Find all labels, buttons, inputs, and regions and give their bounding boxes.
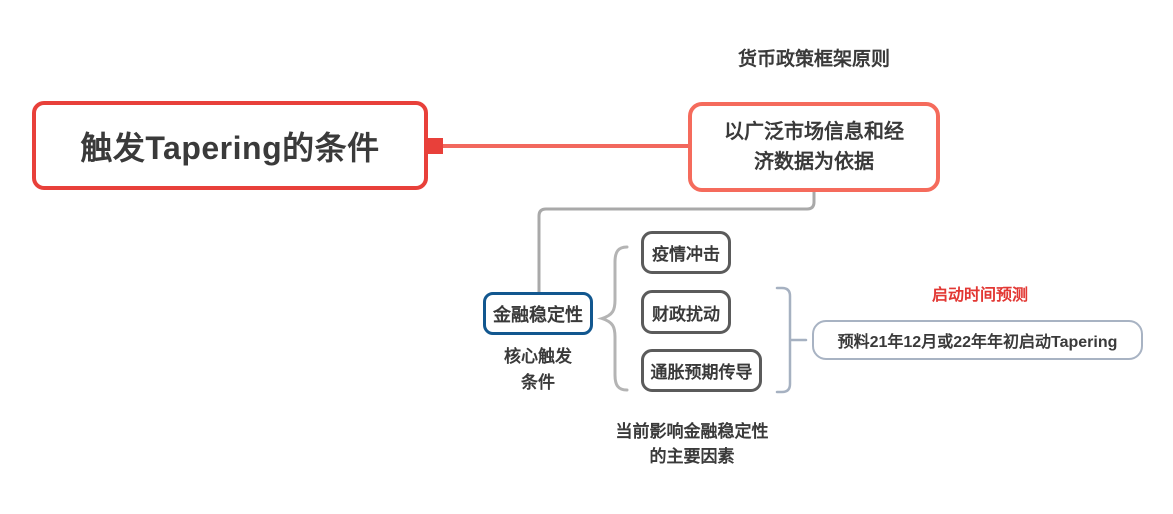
connector-anchor-square bbox=[426, 138, 443, 154]
core-trigger-note-line2: 条件 bbox=[521, 373, 555, 392]
node-factor-inflation-expectation[interactable]: 通胀预期传导 bbox=[641, 349, 762, 392]
launch-time-prediction-text: 启动时间预测 bbox=[931, 287, 1028, 304]
prediction-label: 预料21年12月或22年年初启动Tapering bbox=[837, 334, 1118, 351]
factor-fiscal-disturbance-label: 财政扰动 bbox=[652, 304, 720, 324]
principle-line2: 济数据为依据 bbox=[754, 151, 874, 173]
principle-line1: 以广泛市场信息和经 bbox=[724, 121, 904, 143]
factors-note-line2: 的主要因素 bbox=[649, 447, 735, 466]
root-topic-label: 触发Tapering的条件 bbox=[80, 129, 380, 166]
bracket-prediction bbox=[775, 286, 808, 394]
label-core-trigger-note[interactable]: 核心触发 条件 bbox=[478, 344, 598, 396]
node-root-topic[interactable]: 触发Tapering的条件 bbox=[32, 101, 428, 190]
financial-stability-label: 金融稳定性 bbox=[493, 304, 583, 325]
factors-note-line1: 当前影响金融稳定性 bbox=[615, 422, 769, 441]
monetary-policy-principle-text: 货币政策框架原则 bbox=[737, 48, 890, 70]
node-factor-pandemic-shock[interactable]: 疫情冲击 bbox=[641, 231, 731, 274]
connector-principle-to-stability bbox=[537, 190, 816, 294]
core-trigger-note-line1: 核心触发 bbox=[504, 347, 572, 366]
node-factor-fiscal-disturbance[interactable]: 财政扰动 bbox=[641, 290, 731, 334]
node-prediction[interactable]: 预料21年12月或22年年初启动Tapering bbox=[812, 320, 1143, 360]
label-launch-time-prediction[interactable]: 启动时间预测 bbox=[850, 281, 1110, 305]
label-factors-note[interactable]: 当前影响金融稳定性 的主要因素 bbox=[592, 419, 792, 469]
brace-factors bbox=[597, 245, 629, 392]
label-monetary-policy-principle[interactable]: 货币政策框架原则 bbox=[688, 44, 940, 70]
node-financial-stability[interactable]: 金融稳定性 bbox=[483, 292, 593, 335]
node-principle[interactable]: 以广泛市场信息和经 济数据为依据 bbox=[688, 102, 940, 192]
factor-inflation-expectation-label: 通胀预期传导 bbox=[650, 363, 753, 382]
factor-pandemic-shock-label: 疫情冲击 bbox=[652, 245, 720, 264]
